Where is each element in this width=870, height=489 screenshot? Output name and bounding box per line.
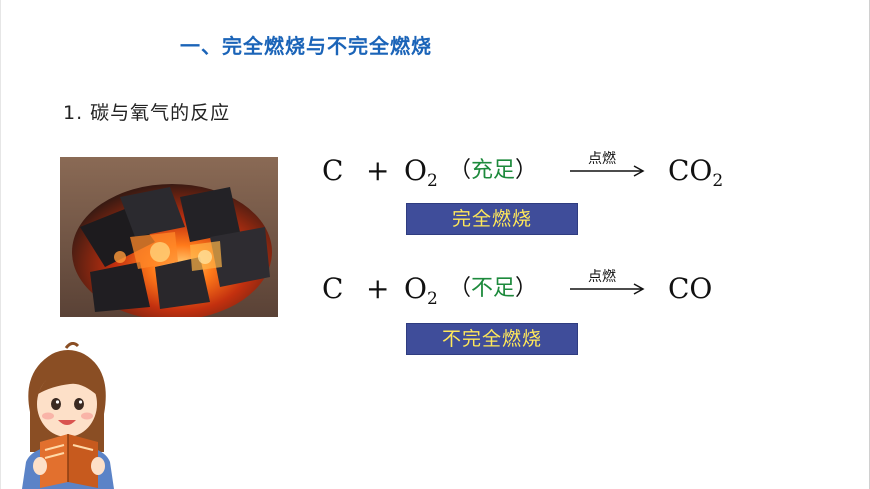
complete-combustion-label: 完全燃烧 bbox=[406, 203, 578, 235]
oxygen-subscript: 2 bbox=[426, 289, 438, 309]
oxygen-symbol: O bbox=[404, 154, 427, 187]
product-formula: CO bbox=[668, 154, 713, 187]
section-subtitle: 1. 碳与氧气的反应 bbox=[63, 102, 231, 124]
paren-close: ） bbox=[515, 158, 538, 183]
equation-incomplete-combustion: C + O2 （不足） 点燃 CO bbox=[322, 269, 742, 309]
paren-open: （ bbox=[449, 158, 472, 183]
oxygen-symbol: O bbox=[404, 272, 427, 305]
oxygen-condition: （充足） bbox=[449, 153, 537, 189]
right-arrow-icon bbox=[570, 165, 645, 177]
reaction-arrow: 点燃 bbox=[570, 269, 646, 307]
oxygen-condition: （不足） bbox=[449, 271, 537, 307]
reactant-carbon: C bbox=[322, 154, 344, 187]
slide-left-border bbox=[0, 0, 1, 489]
oxygen-condition-text: 充足 bbox=[471, 158, 516, 183]
plus-sign: + bbox=[366, 154, 390, 187]
right-arrow-icon bbox=[570, 283, 645, 295]
girl-reading-book-illustration bbox=[12, 341, 124, 489]
equation-complete-combustion: C + O2 （充足） 点燃 CO2 bbox=[322, 151, 742, 191]
page-title: 一、完全燃烧与不完全燃烧 bbox=[180, 34, 432, 58]
reaction-condition-label: 点燃 bbox=[588, 151, 616, 167]
oxygen-subscript: 2 bbox=[426, 171, 438, 191]
paren-close: ） bbox=[515, 276, 538, 301]
product: CO2 bbox=[668, 153, 723, 199]
girl-drawing bbox=[22, 341, 114, 489]
product-subscript: 2 bbox=[712, 171, 724, 191]
reactant-oxygen: O2 bbox=[404, 153, 438, 199]
oxygen-condition-text: 不足 bbox=[471, 276, 516, 301]
paren-open: （ bbox=[449, 276, 472, 301]
reaction-arrow: 点燃 bbox=[570, 151, 646, 189]
reaction-condition-label: 点燃 bbox=[588, 269, 616, 285]
charcoal-drawing bbox=[60, 157, 278, 317]
plus-sign: + bbox=[366, 272, 390, 305]
reactant-oxygen: O2 bbox=[404, 271, 438, 317]
reactant-carbon: C bbox=[322, 272, 344, 305]
incomplete-combustion-label: 不完全燃烧 bbox=[406, 323, 578, 355]
burning-charcoal-photo bbox=[60, 157, 278, 317]
product: CO bbox=[668, 271, 712, 317]
product-formula: CO bbox=[668, 272, 713, 305]
